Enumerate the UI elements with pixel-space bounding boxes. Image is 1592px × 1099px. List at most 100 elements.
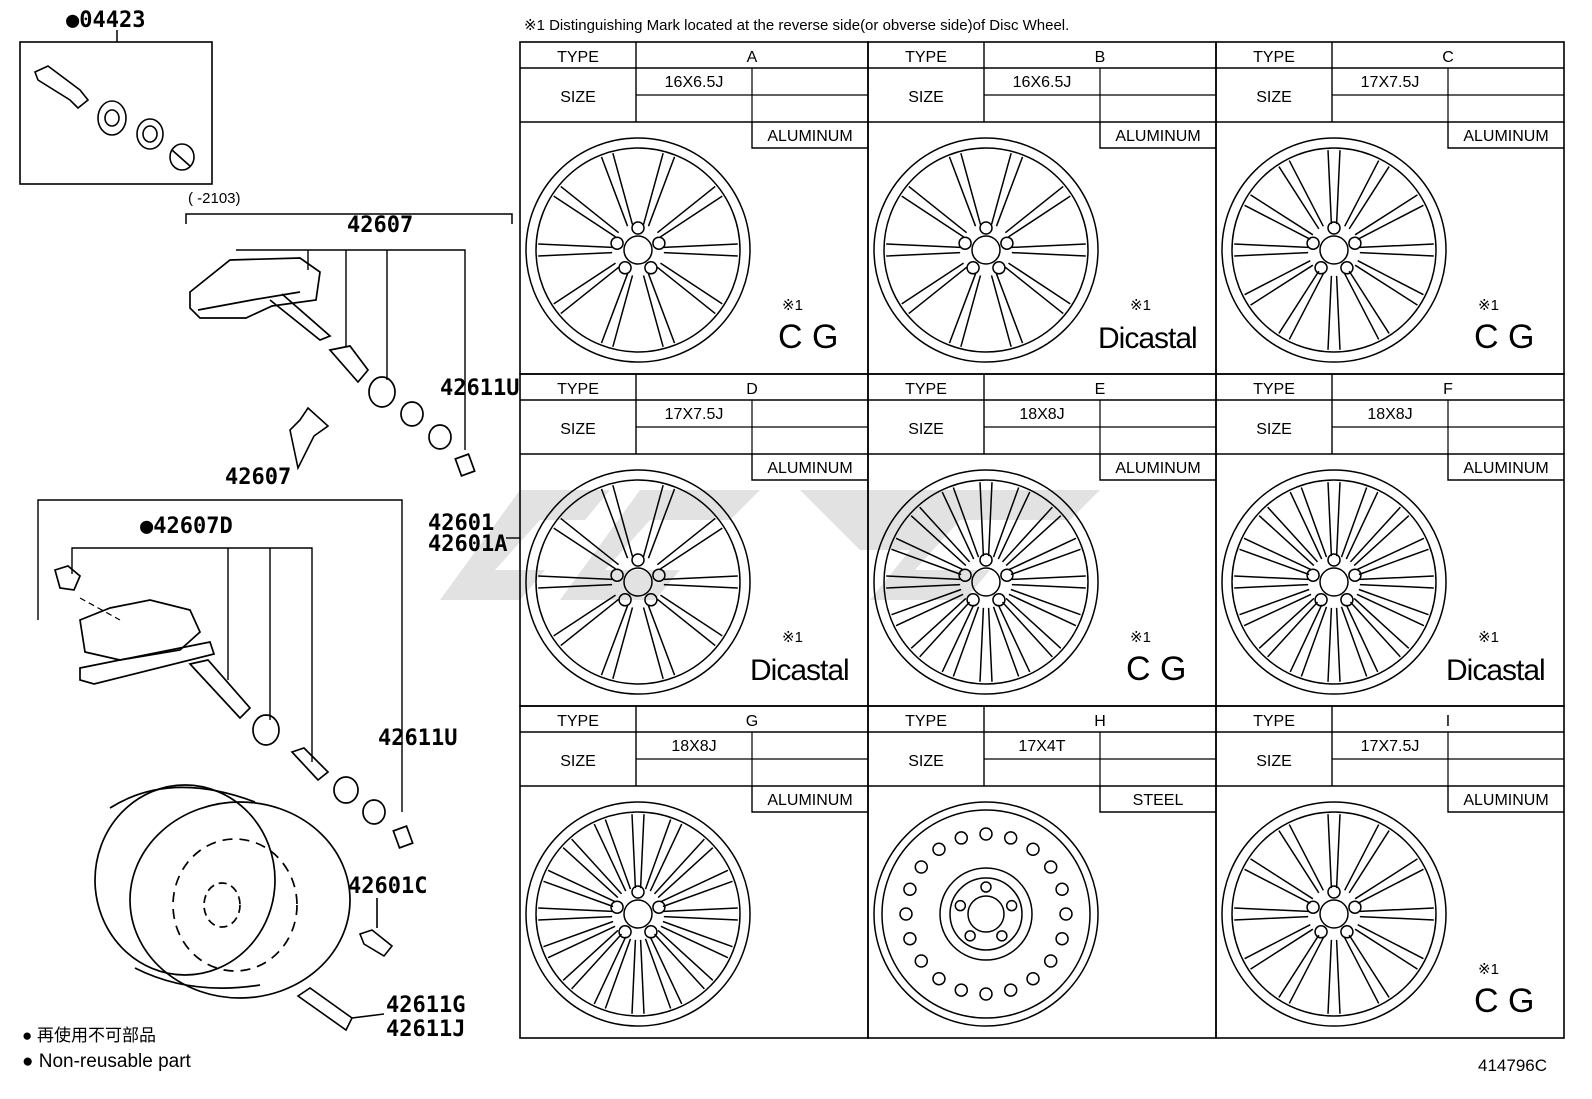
wheel-drawing: [873, 137, 1099, 363]
wheel-cell-i: TYPE I SIZE 17X7.5J ALUMINUM ※1 C G: [1215, 705, 1565, 1039]
wheel-drawing: [1221, 469, 1447, 695]
type-label: TYPE: [557, 381, 599, 398]
wheel-drawing: [525, 137, 751, 363]
maker-mark: Dicastal: [1098, 322, 1197, 355]
part-42607-label-mid: 42607: [225, 465, 291, 490]
size-label: SIZE: [908, 89, 944, 106]
size-label: SIZE: [908, 753, 944, 770]
wheel-drawing: [873, 469, 1099, 695]
type-label: TYPE: [1253, 381, 1295, 398]
material-label: ALUMINUM: [767, 792, 852, 809]
maker-mark: C G: [1474, 982, 1534, 1020]
tpms-sensor-bottom: [53, 565, 414, 849]
date-range-label: ( -2103): [188, 190, 241, 207]
material-label: ALUMINUM: [1115, 460, 1200, 477]
mark-note: ※1: [1130, 629, 1151, 646]
part-42611J-label: 42611J: [386, 1017, 465, 1042]
type-value: I: [1446, 713, 1450, 730]
size-value: 18X8J: [1019, 406, 1064, 423]
legend-en: ● Non-reusable part: [22, 1051, 192, 1072]
mark-note: ※1: [1478, 629, 1499, 646]
part-42611G-label: 42611G: [386, 993, 465, 1018]
material-label: ALUMINUM: [1463, 792, 1548, 809]
mark-note: ※1: [1478, 961, 1499, 978]
size-value: 16X6.5J: [665, 74, 724, 91]
part-42601C-label: 42601C: [348, 874, 427, 899]
size-label: SIZE: [560, 421, 596, 438]
material-label: ALUMINUM: [1463, 128, 1548, 145]
maker-mark: Dicastal: [1446, 654, 1545, 687]
size-value: 17X7.5J: [1361, 74, 1420, 91]
wheel-drawing: [525, 801, 751, 1027]
type-label: TYPE: [557, 49, 599, 66]
part-42611U-label-bot: 42611U: [378, 726, 457, 751]
type-label: TYPE: [905, 49, 947, 66]
part-42607-label-top: 42607: [347, 213, 413, 238]
maker-mark: C G: [1126, 650, 1186, 688]
wheel-drawing: [525, 469, 751, 695]
size-value: 18X8J: [1367, 406, 1412, 423]
distinguishing-mark-note: ※1 Distinguishing Mark located at the re…: [524, 17, 1069, 34]
type-label: TYPE: [1253, 49, 1295, 66]
type-value: F: [1443, 381, 1453, 398]
material-label: ALUMINUM: [1463, 460, 1548, 477]
part-42601-label: 42601: [428, 511, 494, 536]
size-label: SIZE: [1256, 89, 1292, 106]
tpms-sensor-top: [189, 257, 476, 477]
part-42611U-label-top: 42611U: [440, 376, 519, 401]
type-label: TYPE: [1253, 713, 1295, 730]
mark-note: ※1: [782, 297, 803, 314]
valve-kit-parts: [33, 65, 195, 171]
tire-illustration: [94, 784, 351, 999]
type-value: D: [746, 381, 758, 398]
type-value: C: [1442, 49, 1454, 66]
material-label: ALUMINUM: [1115, 128, 1200, 145]
type-label: TYPE: [905, 381, 947, 398]
leader-lines-top: [236, 249, 466, 450]
maker-mark: C G: [778, 318, 838, 356]
wheel-cell-g: TYPE G SIZE 18X8J ALUMINUM: [519, 705, 869, 1039]
material-label: STEEL: [1133, 792, 1184, 809]
mark-note: ※1: [1478, 297, 1499, 314]
size-value: 18X8J: [671, 738, 716, 755]
maker-mark: Dicastal: [750, 654, 849, 687]
wheel-drawing: [1221, 137, 1447, 363]
size-label: SIZE: [560, 89, 596, 106]
type-label: TYPE: [905, 713, 947, 730]
part-42607D-label: ●42607D: [140, 514, 233, 539]
legend-jp: ● 再使用不可部品: [22, 1025, 156, 1045]
part-42601A-label: 42601A: [428, 532, 507, 557]
watermark: [440, 490, 1100, 600]
valve-42611G: [296, 987, 385, 1032]
kit-box-04423: [19, 41, 213, 185]
valve-42601C: [358, 898, 394, 958]
leader-lines-mid: [37, 499, 403, 812]
size-value: 17X7.5J: [1361, 738, 1420, 755]
wheel-cell-h: TYPE H SIZE 17X4T STEEL: [867, 705, 1217, 1039]
type-value: E: [1095, 381, 1106, 398]
size-label: SIZE: [560, 753, 596, 770]
size-label: SIZE: [1256, 421, 1292, 438]
mark-note: ※1: [782, 629, 803, 646]
wheel-cell-a: TYPE A SIZE 16X6.5J ALUMINUM ※1 C G: [519, 41, 869, 375]
diagram-id: 414796C: [1478, 1056, 1547, 1075]
size-label: SIZE: [1256, 753, 1292, 770]
material-label: ALUMINUM: [767, 460, 852, 477]
type-label: TYPE: [557, 713, 599, 730]
wheel-drawing: [1221, 801, 1447, 1027]
size-value: 17X4T: [1018, 738, 1065, 755]
material-label: ALUMINUM: [767, 128, 852, 145]
wheel-drawing: [873, 801, 1099, 1027]
maker-mark: C G: [1474, 318, 1534, 356]
type-value: A: [747, 49, 758, 66]
type-value: H: [1094, 713, 1106, 730]
part-04423-label: ●04423: [66, 8, 145, 33]
wheel-cell-c: TYPE C SIZE 17X7.5J ALUMINUM ※1 C G: [1215, 41, 1565, 375]
type-value: B: [1095, 49, 1106, 66]
type-value: G: [746, 713, 758, 730]
